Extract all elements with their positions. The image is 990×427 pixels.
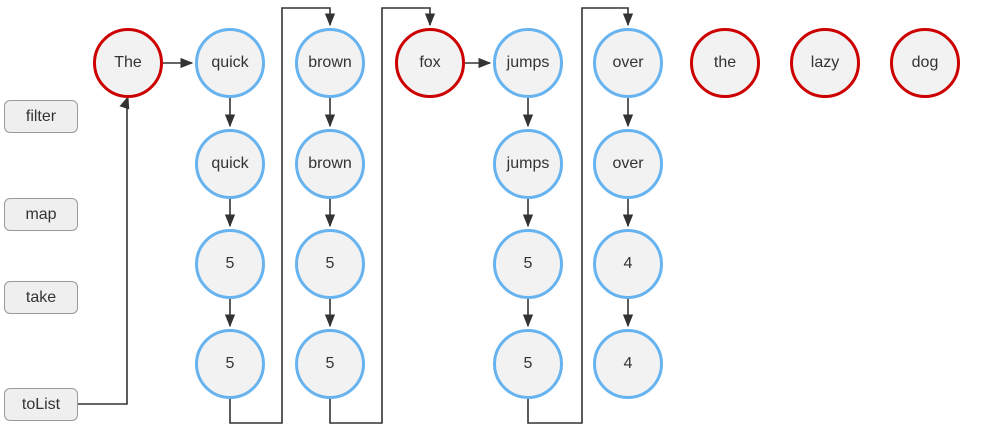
- node-label: over: [612, 155, 644, 172]
- node-label: 5: [523, 355, 533, 372]
- node-brown-r1[interactable]: brown: [295, 129, 365, 199]
- node-lazy-r0[interactable]: lazy: [790, 28, 860, 98]
- node-quick-r0[interactable]: quick: [195, 28, 265, 98]
- node-brown-r3[interactable]: 5: [295, 329, 365, 399]
- operation-label: map: [25, 205, 57, 223]
- node-fox-r0[interactable]: fox: [395, 28, 465, 98]
- node-label: fox: [419, 54, 441, 71]
- node-label: quick: [211, 155, 249, 172]
- node-label: 5: [225, 355, 235, 372]
- loop-quick-to-brown: [229, 7, 336, 424]
- operation-box-filter[interactable]: filter: [4, 100, 78, 133]
- node-jumps-r1[interactable]: jumps: [493, 129, 563, 199]
- node-the-r0[interactable]: The: [93, 28, 163, 98]
- node-brown-r0[interactable]: brown: [295, 28, 365, 98]
- node-over-r1[interactable]: over: [593, 129, 663, 199]
- loop-jumps-to-over: [527, 7, 634, 424]
- operation-box-take[interactable]: take: [4, 281, 78, 314]
- node-label: jumps: [506, 155, 550, 172]
- node-label: 5: [325, 355, 335, 372]
- node-quick-r3[interactable]: 5: [195, 329, 265, 399]
- loop-brown-to-fox: [329, 7, 436, 424]
- tolist-to-the: [78, 95, 130, 405]
- node-brown-r2[interactable]: 5: [295, 229, 365, 299]
- node-over-r3[interactable]: 4: [593, 329, 663, 399]
- node-over-r0[interactable]: over: [593, 28, 663, 98]
- node-label: lazy: [810, 54, 840, 71]
- node-label: over: [612, 54, 644, 71]
- operation-label: toList: [21, 395, 61, 413]
- node-jumps-r2[interactable]: 5: [493, 229, 563, 299]
- node-jumps-r3[interactable]: 5: [493, 329, 563, 399]
- node-the2-r0[interactable]: the: [690, 28, 760, 98]
- node-dog-r0[interactable]: dog: [890, 28, 960, 98]
- node-label: brown: [308, 54, 352, 71]
- node-label: 5: [225, 255, 235, 272]
- node-label: 5: [523, 255, 533, 272]
- node-quick-r1[interactable]: quick: [195, 129, 265, 199]
- operation-box-map[interactable]: map: [4, 198, 78, 231]
- node-label: jumps: [506, 54, 550, 71]
- node-label: 5: [325, 255, 335, 272]
- operation-label: filter: [25, 107, 57, 125]
- node-label: brown: [308, 155, 352, 172]
- node-label: 4: [623, 355, 633, 372]
- node-label: quick: [211, 54, 249, 71]
- operation-label: take: [25, 288, 57, 306]
- operation-box-tolist[interactable]: toList: [4, 388, 78, 421]
- node-over-r2[interactable]: 4: [593, 229, 663, 299]
- node-label: The: [114, 54, 142, 71]
- node-label: the: [713, 54, 737, 71]
- node-jumps-r0[interactable]: jumps: [493, 28, 563, 98]
- node-label: dog: [911, 54, 939, 71]
- node-quick-r2[interactable]: 5: [195, 229, 265, 299]
- node-label: 4: [623, 255, 633, 272]
